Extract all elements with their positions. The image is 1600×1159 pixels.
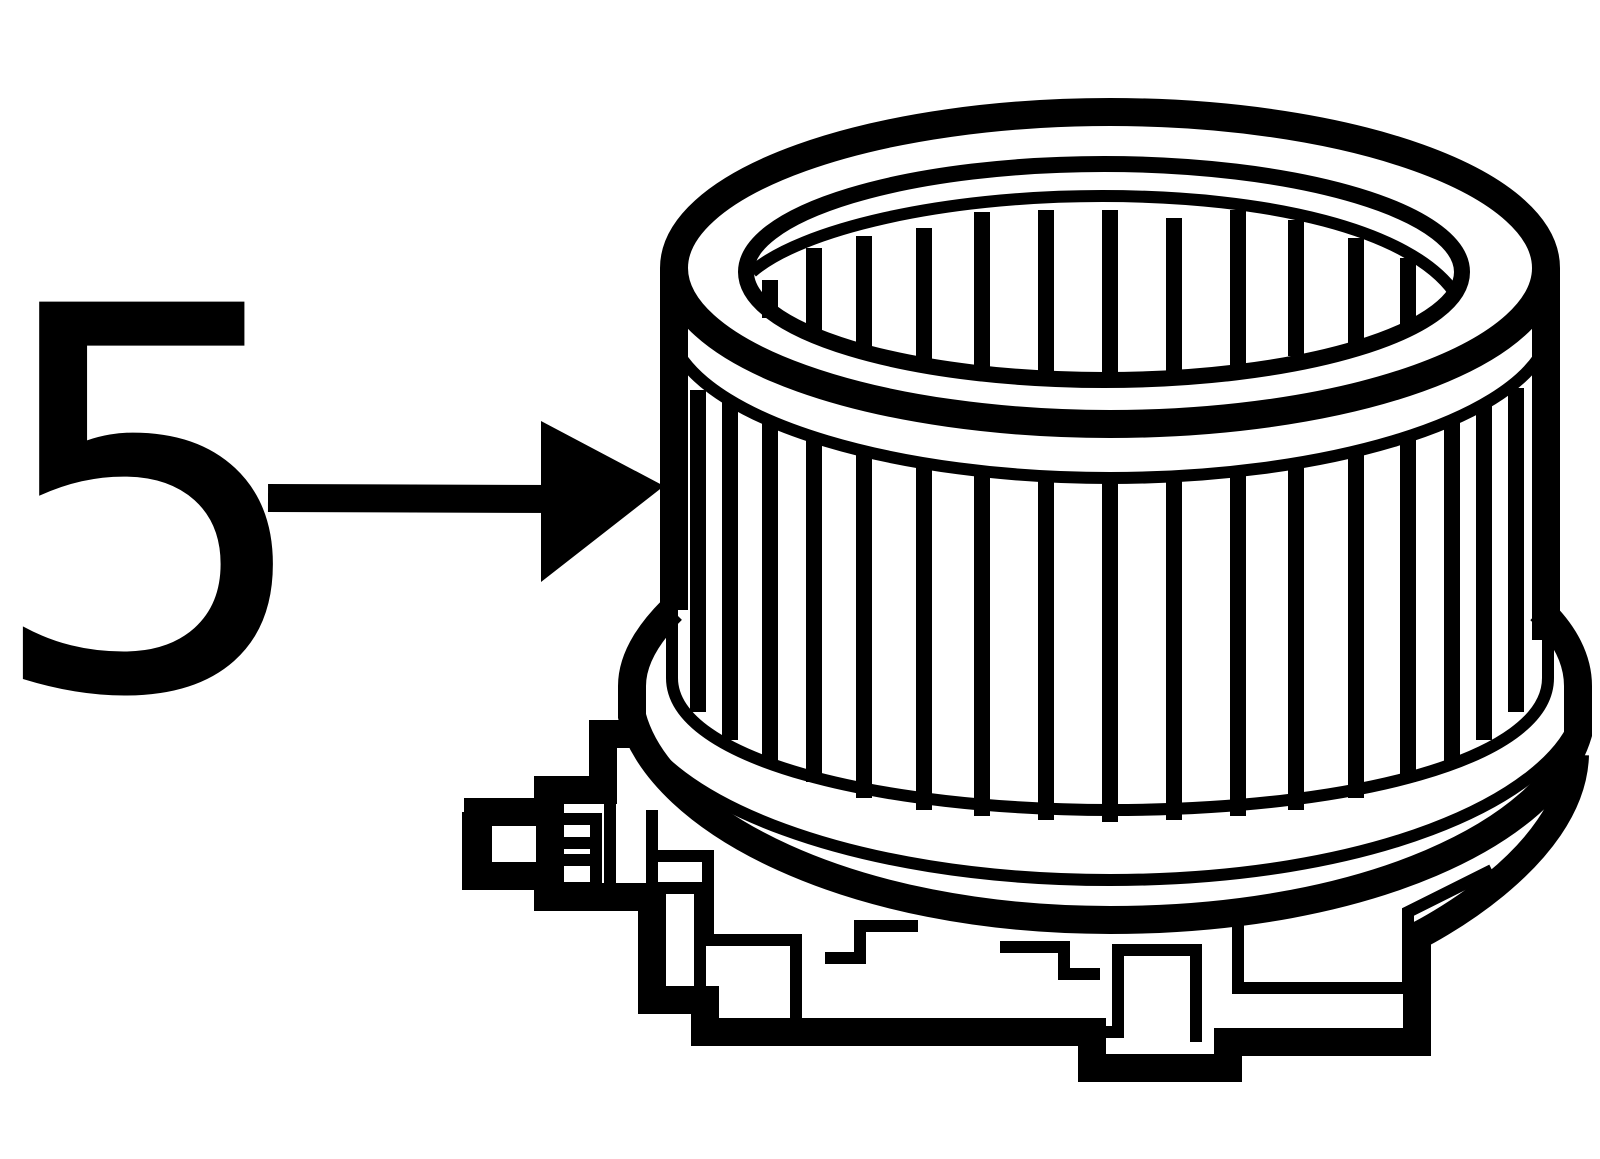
upper-rim	[660, 98, 1560, 485]
pointer-arrow-icon	[267, 421, 664, 582]
motor-housing	[462, 720, 1589, 1082]
callout-number: 5	[0, 196, 319, 813]
inner-vanes	[762, 210, 1416, 374]
outer-blades	[690, 388, 1524, 822]
connector-tab	[464, 798, 564, 890]
wheel-walls	[660, 268, 1560, 640]
